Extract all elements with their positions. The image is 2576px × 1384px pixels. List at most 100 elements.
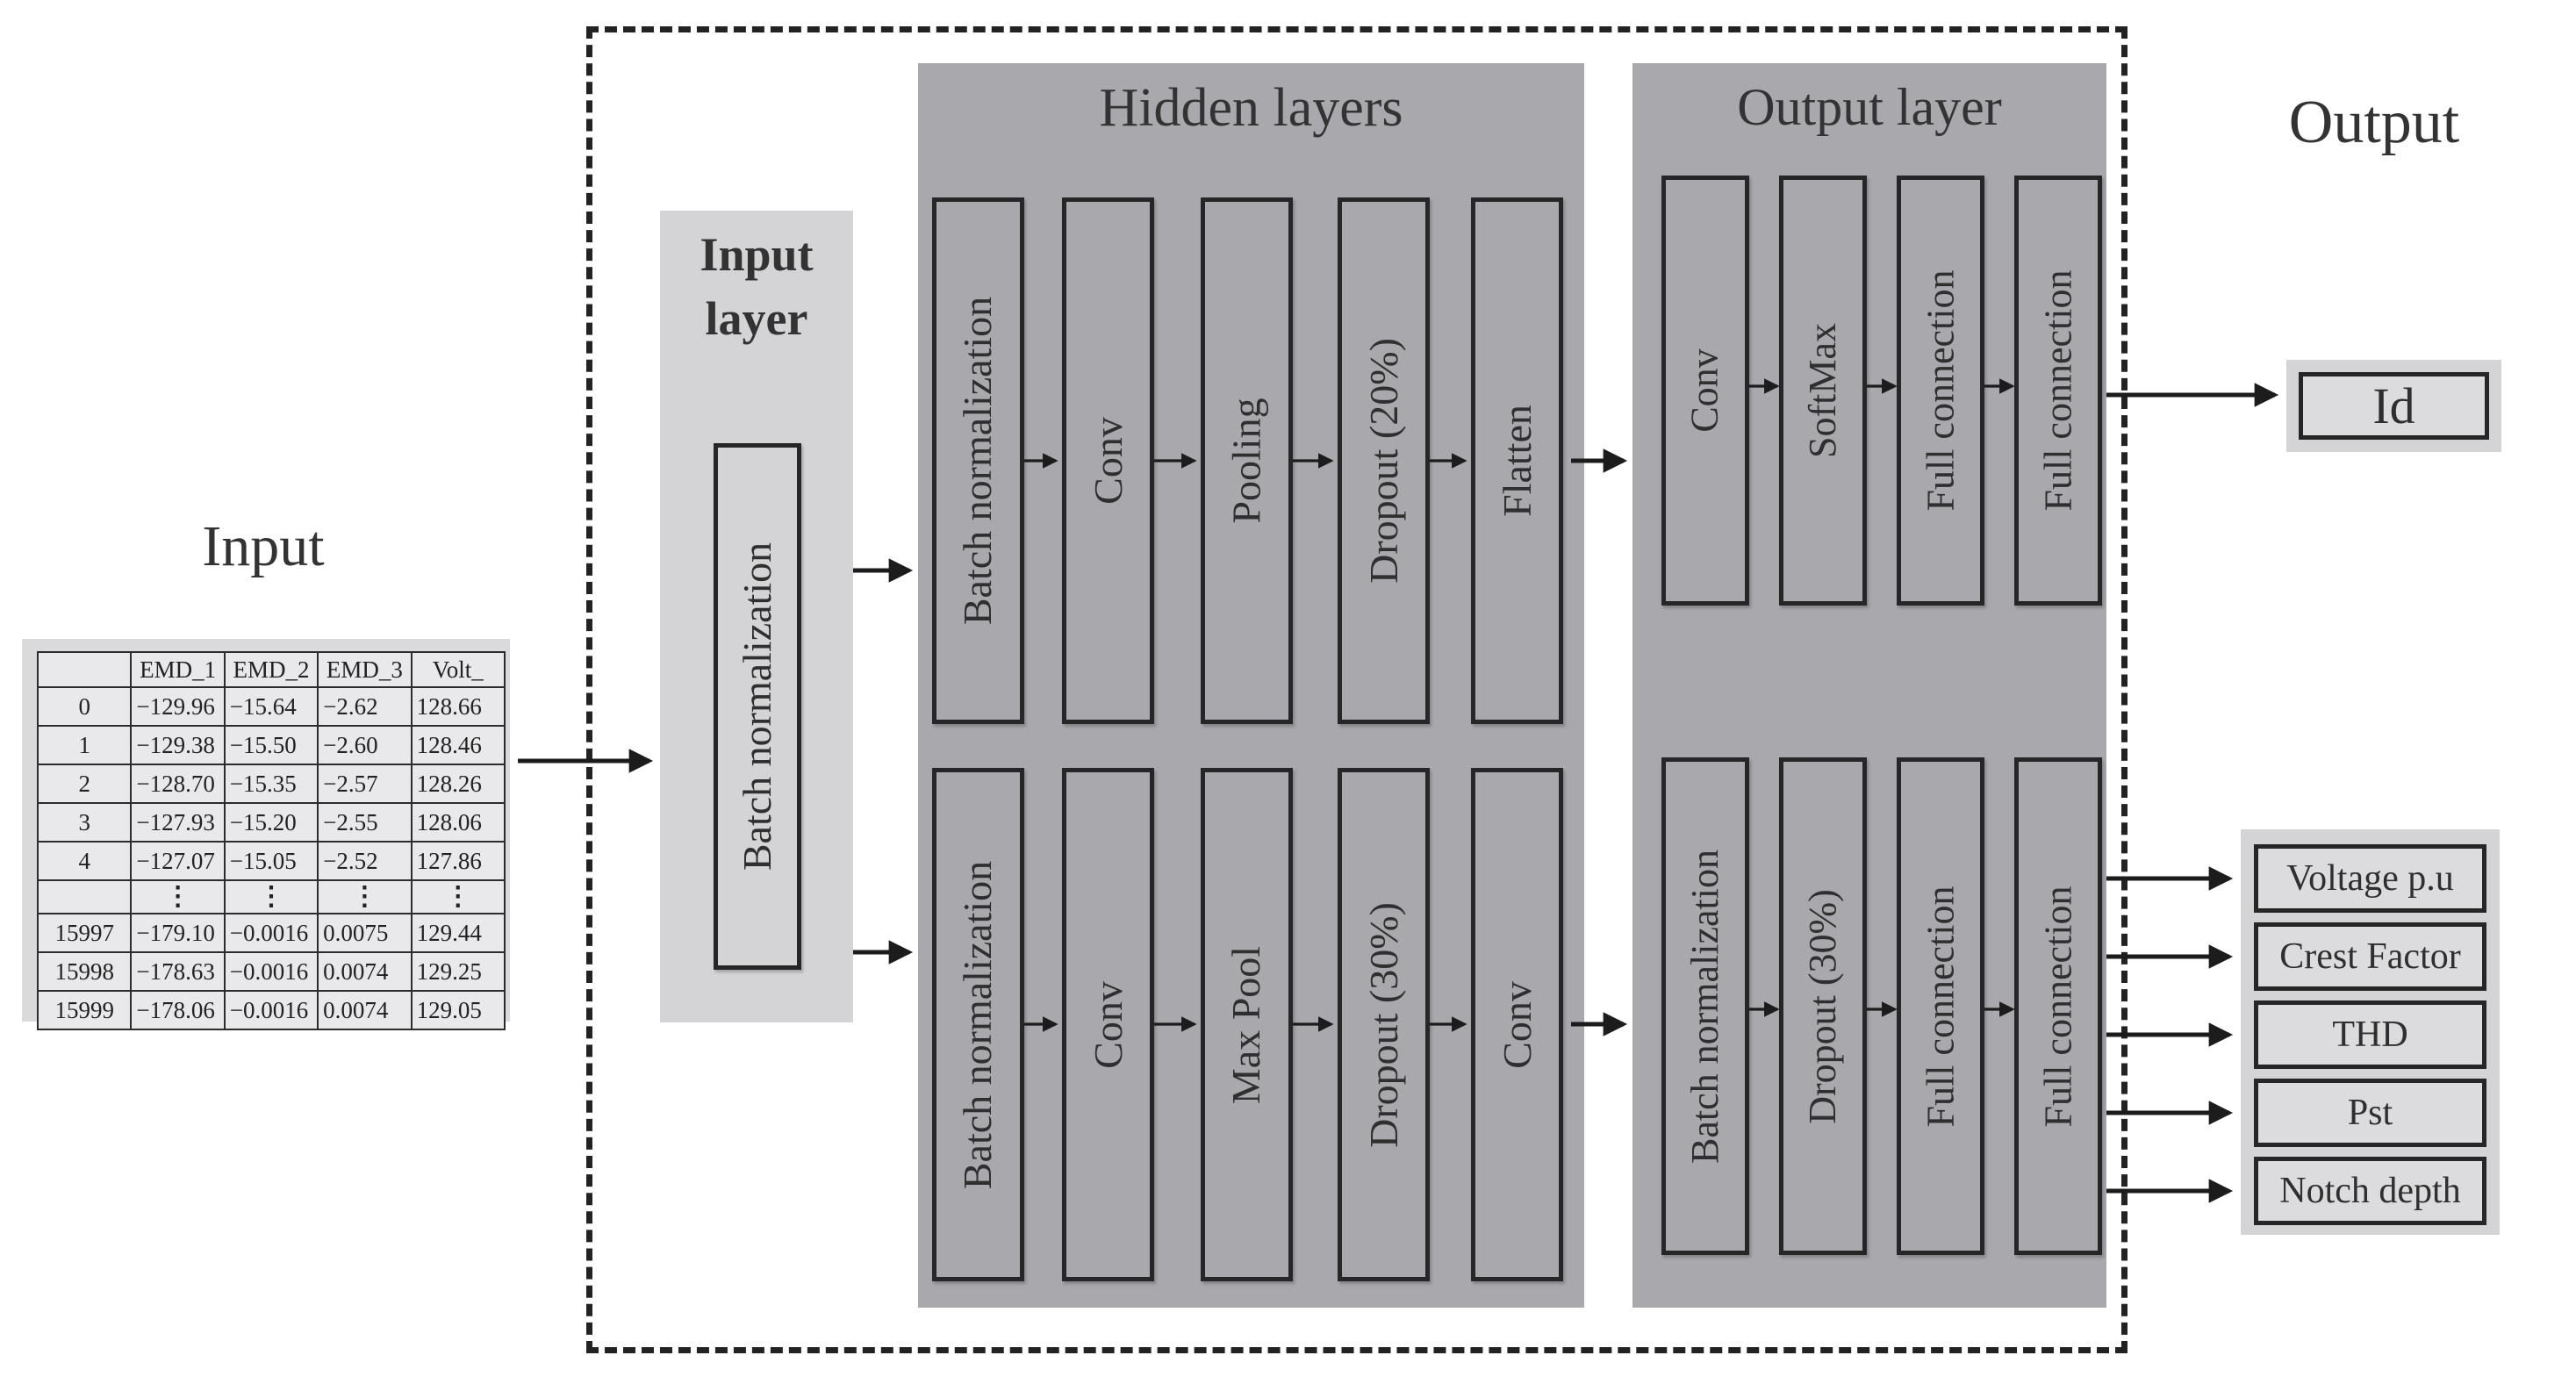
- node-label: Batch normalization: [1683, 849, 1726, 1164]
- cell: −178.63: [130, 951, 226, 992]
- output-id-panel: Id: [2286, 360, 2501, 452]
- node-hidden-bottom-batch-normalization: Batch normalization: [932, 768, 1024, 1281]
- node-hidden-bottom-conv2: Conv: [1471, 768, 1563, 1281]
- node-label: Dropout (30%): [1360, 901, 1406, 1148]
- node-output-top-full-connection-1: Full connection: [1897, 176, 1984, 606]
- cell: 128.06: [410, 802, 506, 843]
- ellipsis-cell: ⋮: [130, 879, 226, 914]
- cell: −0.0016: [223, 951, 319, 992]
- cell: 0.0074: [317, 990, 413, 1030]
- table-row: 0 −129.96 −15.64 −2.62 128.66: [36, 686, 506, 727]
- output-layer-panel: Output layer Conv SoftMax Full connectio…: [1632, 63, 2106, 1308]
- cell: 128.46: [410, 725, 506, 765]
- output-id-label: Id: [2372, 377, 2415, 434]
- node-label: Pooling: [1223, 398, 1269, 524]
- row-index: 1: [36, 725, 133, 765]
- table-header-cell: EMD_3: [317, 651, 413, 688]
- output-box-notch-depth: Notch depth: [2254, 1157, 2486, 1225]
- input-layer-panel: Input layer Batch normalization: [660, 211, 853, 1022]
- table-row: 15999 −178.06 −0.0016 0.0074 129.05: [36, 990, 506, 1030]
- node-output-top-conv: Conv: [1661, 176, 1749, 606]
- cell: −15.20: [223, 802, 319, 843]
- input-table-panel: EMD_1 EMD_2 EMD_3 Volt_ 0 −129.96 −15.64…: [22, 639, 510, 1030]
- output-box-label: THD: [2332, 1015, 2408, 1055]
- node-output-top-softmax: SoftMax: [1779, 176, 1867, 606]
- cell: −15.05: [223, 841, 319, 881]
- node-hidden-top-conv: Conv: [1062, 197, 1154, 724]
- table-row: 2 −128.70 −15.35 −2.57 128.26: [36, 764, 506, 804]
- table-ellipsis-row: ⋮ ⋮ ⋮ ⋮: [36, 879, 506, 914]
- node-hidden-bottom-conv: Conv: [1062, 768, 1154, 1281]
- cell: −179.10: [130, 913, 226, 953]
- cell: 128.26: [410, 764, 506, 804]
- cell: −127.93: [130, 802, 226, 843]
- cell: −2.55: [317, 802, 413, 843]
- cell: −0.0016: [223, 990, 319, 1030]
- output-section-title: Output: [2288, 89, 2460, 156]
- output-box-label: Crest Factor: [2279, 936, 2461, 977]
- row-index: 0: [36, 686, 133, 727]
- node-label: Conv: [1085, 417, 1130, 505]
- node-label: Dropout (20%): [1360, 338, 1406, 584]
- row-index: 4: [36, 841, 133, 881]
- table-row: 15997 −179.10 −0.0016 0.0075 129.44: [36, 913, 506, 953]
- row-index: 3: [36, 802, 133, 843]
- node-label: Conv: [1494, 980, 1539, 1069]
- table-header-cell: Volt_: [410, 651, 506, 688]
- ellipsis-cell: ⋮: [223, 879, 319, 914]
- node-hidden-top-pooling: Pooling: [1201, 197, 1293, 724]
- output-box-thd: THD: [2254, 1000, 2486, 1069]
- node-label: Conv: [1683, 348, 1727, 433]
- node-hidden-top-batch-normalization: Batch normalization: [932, 197, 1024, 724]
- node-output-bottom-full-connection-2: Full connection: [2014, 757, 2102, 1255]
- node-label: Full connection: [1919, 886, 1962, 1127]
- node-hidden-top-flatten: Flatten: [1471, 197, 1563, 724]
- hidden-layers-title: Hidden layers: [1099, 78, 1403, 138]
- table-header-cell: EMD_1: [130, 651, 226, 688]
- cell: 129.05: [410, 990, 506, 1030]
- output-id-box: Id: [2299, 372, 2489, 440]
- cell: −15.50: [223, 725, 319, 765]
- output-box-label: Pst: [2347, 1093, 2393, 1133]
- cell: −129.38: [130, 725, 226, 765]
- row-index: 15998: [36, 951, 133, 992]
- cell: −127.07: [130, 841, 226, 881]
- cell: −178.06: [130, 990, 226, 1030]
- cell: −129.96: [130, 686, 226, 727]
- node-label: Batch normalization: [735, 541, 779, 871]
- output-box-label: Notch depth: [2279, 1171, 2461, 1211]
- output-box-voltage-pu: Voltage p.u: [2254, 844, 2486, 913]
- node-label: Max Pool: [1223, 945, 1269, 1104]
- node-batch-normalization-input: Batch normalization: [714, 443, 801, 970]
- node-label: SoftMax: [1801, 323, 1844, 458]
- output-layer-title: Output layer: [1737, 78, 2002, 136]
- table-header-row: EMD_1 EMD_2 EMD_3 Volt_: [36, 651, 506, 688]
- node-label: Conv: [1085, 980, 1130, 1069]
- cell: 128.66: [410, 686, 506, 727]
- node-output-bottom-dropout-30: Dropout (30%): [1779, 757, 1867, 1255]
- node-label: Full connection: [2036, 886, 2079, 1127]
- node-output-bottom-batch-normalization: Batch normalization: [1661, 757, 1749, 1255]
- cell: −15.64: [223, 686, 319, 727]
- cell: 0.0074: [317, 951, 413, 992]
- node-label: Full connection: [1919, 269, 1962, 512]
- input-section-title: Input: [202, 514, 325, 578]
- row-index: 15997: [36, 913, 133, 953]
- node-hidden-bottom-dropout-30: Dropout (30%): [1338, 768, 1430, 1281]
- cell: 0.0075: [317, 913, 413, 953]
- cell: 127.86: [410, 841, 506, 881]
- cell: 129.44: [410, 913, 506, 953]
- output-box-pst: Pst: [2254, 1079, 2486, 1147]
- cell: −15.35: [223, 764, 319, 804]
- input-data-table: EMD_1 EMD_2 EMD_3 Volt_ 0 −129.96 −15.64…: [36, 651, 506, 1030]
- node-label: Batch normalization: [955, 860, 1001, 1189]
- table-row: 3 −127.93 −15.20 −2.55 128.06: [36, 802, 506, 843]
- ellipsis-cell: ⋮: [317, 879, 413, 914]
- table-row: 15998 −178.63 −0.0016 0.0074 129.25: [36, 951, 506, 992]
- cell: −2.60: [317, 725, 413, 765]
- table-row: 4 −127.07 −15.05 −2.52 127.86: [36, 841, 506, 881]
- cell: −2.62: [317, 686, 413, 727]
- cell: −2.57: [317, 764, 413, 804]
- node-label: Dropout (30%): [1801, 888, 1845, 1124]
- cell: −0.0016: [223, 913, 319, 953]
